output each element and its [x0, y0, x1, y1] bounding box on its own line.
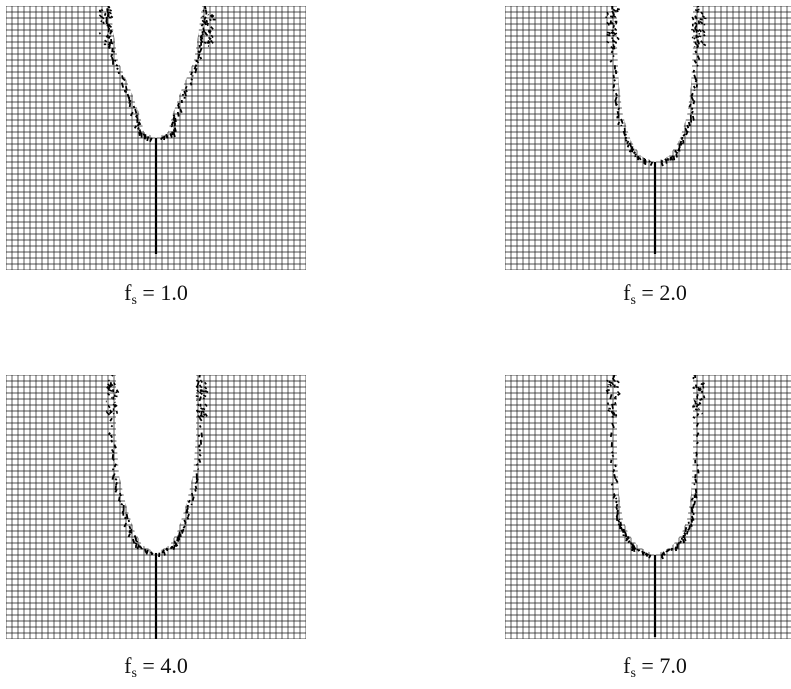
corner-damage [692, 376, 706, 419]
notch-cutout [617, 6, 693, 162]
damage-zone [108, 375, 203, 558]
caption-variable: fs [124, 653, 137, 681]
caption-3: fs = 4.0 [6, 653, 306, 682]
damage-zone [609, 6, 701, 167]
caption-value: 2.0 [659, 280, 687, 305]
corner-damage [201, 9, 216, 47]
caption-value: 7.0 [659, 653, 687, 678]
caption-equals: = [641, 280, 654, 305]
corner-damage [105, 379, 120, 416]
caption-variable: fs [124, 280, 137, 308]
corner-damage [605, 378, 621, 418]
mesh-panel-1 [6, 6, 306, 270]
corner-damage [605, 8, 621, 50]
caption-equals: = [142, 280, 155, 305]
mesh-panel-3 [6, 375, 306, 639]
caption-variable: fs [623, 653, 636, 681]
corner-damage [691, 8, 707, 48]
mesh-panel-4 [505, 375, 791, 639]
caption-variable: fs [623, 280, 636, 308]
caption-value: 4.0 [160, 653, 188, 678]
notch-cutout [116, 375, 196, 553]
caption-value: 1.0 [160, 280, 188, 305]
caption-equals: = [641, 653, 654, 678]
corner-damage [195, 379, 209, 419]
notch-cutout [110, 6, 202, 138]
caption-2: fs = 2.0 [505, 280, 791, 309]
caption-1: fs = 1.0 [6, 280, 306, 309]
notch-cutout [617, 375, 693, 555]
caption-equals: = [142, 653, 155, 678]
damage-zone [609, 375, 700, 560]
caption-4: fs = 7.0 [505, 653, 791, 682]
mesh-panel-2 [505, 6, 791, 270]
corner-damage [98, 7, 114, 49]
